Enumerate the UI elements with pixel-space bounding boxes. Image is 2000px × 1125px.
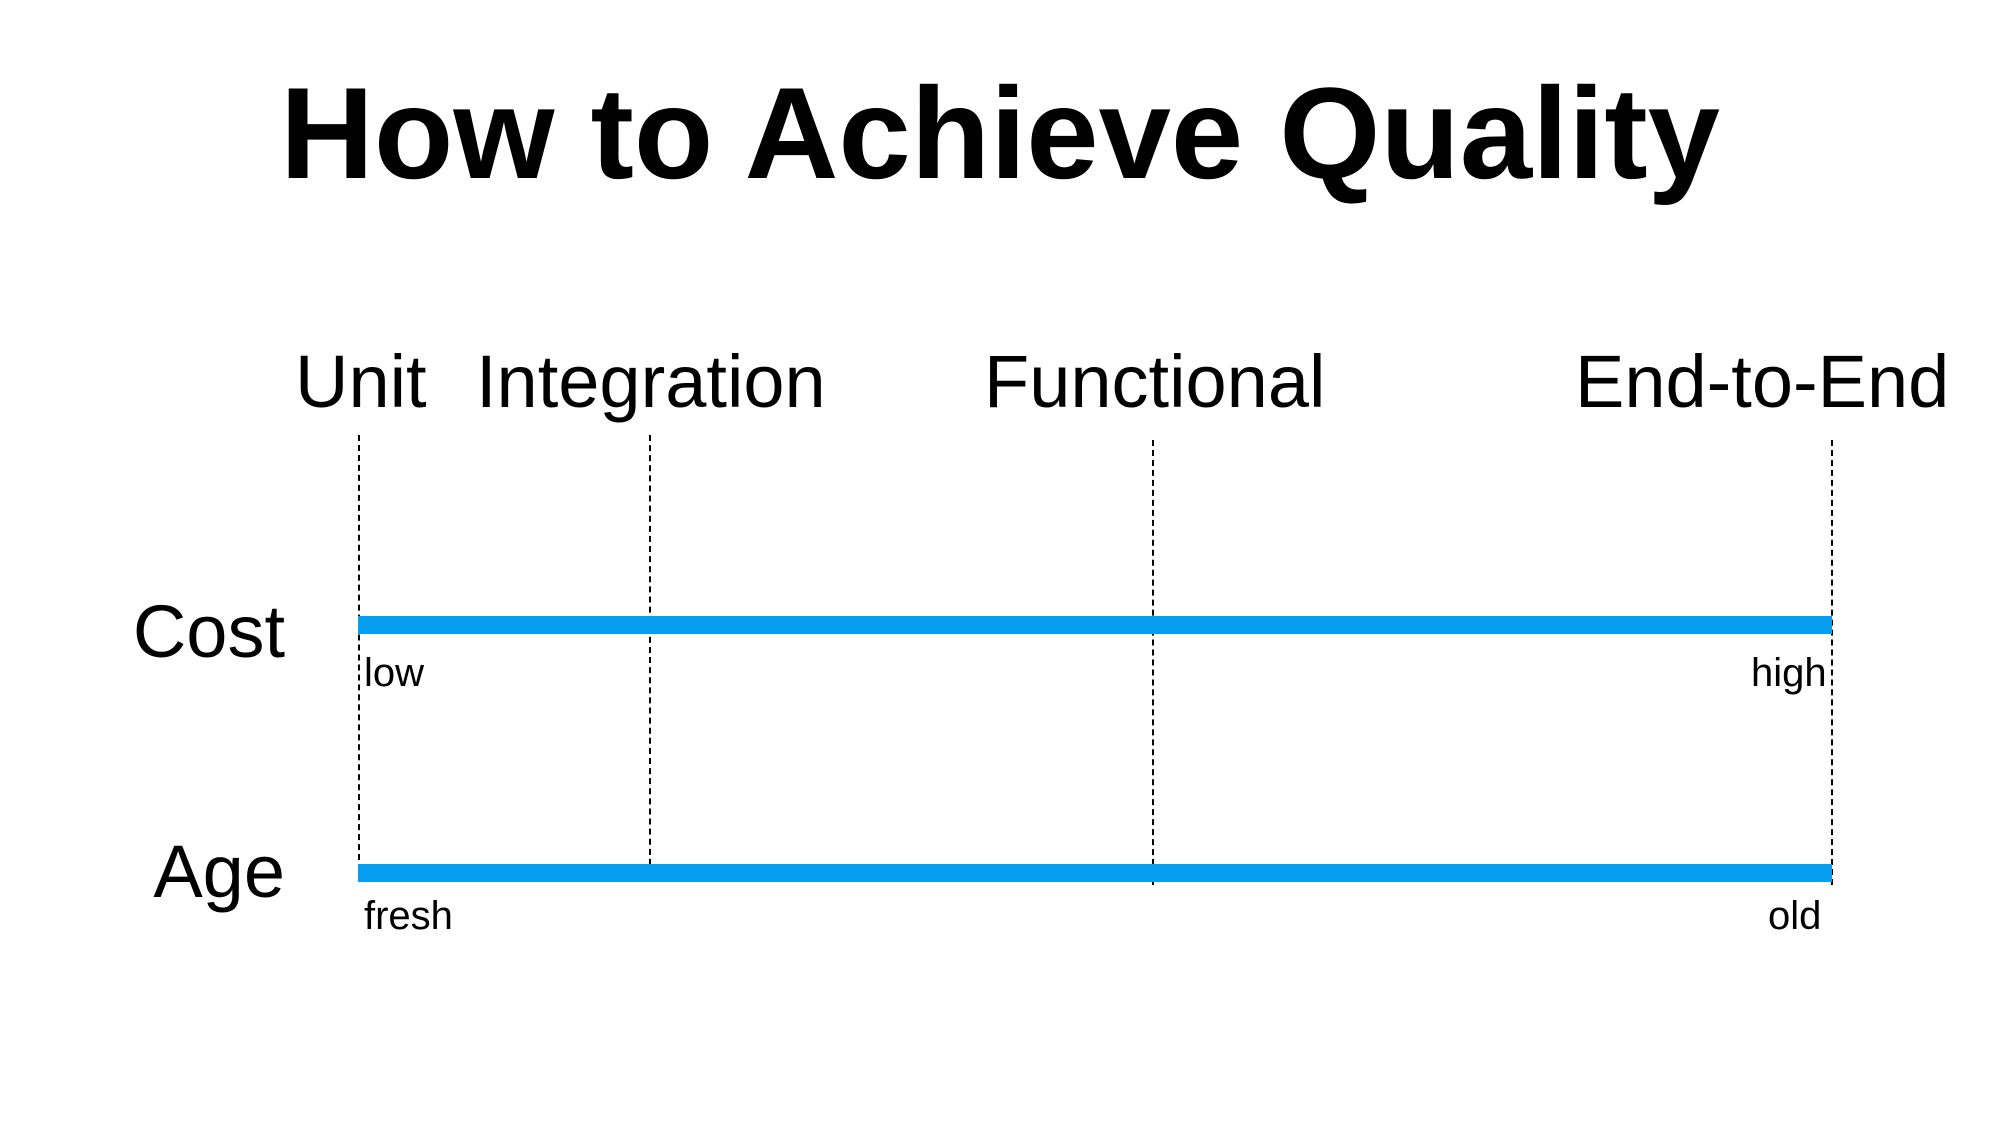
level-label-end-to-end: End-to-End: [1575, 340, 1950, 423]
age-bar: [358, 864, 1832, 882]
guide-line-functional: [1152, 440, 1154, 885]
level-label-unit: Unit: [295, 340, 427, 423]
row-label-cost: Cost: [132, 590, 285, 673]
guide-line-unit: [358, 435, 360, 880]
age-old-label: old: [1768, 894, 1822, 938]
cost-bar: [358, 616, 1832, 634]
cost-low-label: low: [364, 651, 425, 695]
level-label-functional: Functional: [984, 340, 1326, 423]
level-label-integration: Integration: [476, 340, 826, 423]
age-fresh-label: fresh: [364, 894, 453, 938]
guide-line-integration: [649, 435, 651, 875]
guide-line-end-to-end: [1831, 440, 1833, 885]
cost-high-label: high: [1751, 651, 1827, 695]
slide-title: How to Achieve Quality: [280, 60, 1720, 206]
row-label-age: Age: [153, 830, 285, 913]
